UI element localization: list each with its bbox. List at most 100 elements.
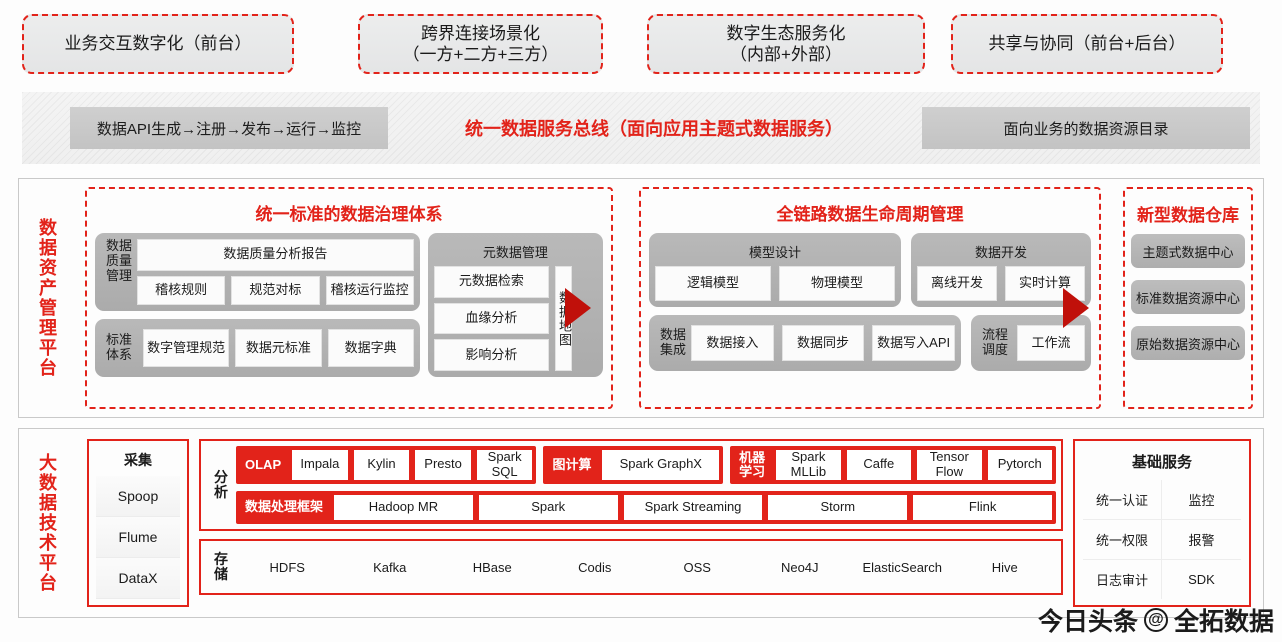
standards-card: 标准 体系 数字管理规范 数据元标准 数据字典 bbox=[95, 319, 420, 377]
graph-compute-label: 图计算 bbox=[552, 456, 592, 472]
integration-item-0: 数据接入 bbox=[691, 325, 774, 361]
collection-title: 采集 bbox=[124, 452, 152, 468]
storage-item-0: HDFS bbox=[269, 559, 305, 575]
storage-item-2: HBase bbox=[472, 559, 512, 575]
data-warehouse-group: 新型数据仓库 主题式数据中心 标准数据资源中心 原始数据资源中心 bbox=[1123, 187, 1253, 409]
machine-learning-label: 机器 学习 bbox=[739, 449, 766, 479]
base-service-item-5: SDK bbox=[1188, 572, 1215, 587]
scenario-3-line-1: 数字生态服务化 bbox=[726, 23, 846, 43]
data-quality-card: 数据 质量 管理 数据质量分析报告 稽核规则 规范对标 稽核运行监控 bbox=[95, 233, 420, 311]
lifecycle-group: 全链路数据生命周期管理 模型设计 逻辑模型 物理模型 数据开发 离线开发 bbox=[639, 187, 1101, 409]
collection-item-0: Spoop bbox=[96, 476, 180, 517]
olap-label: OLAP bbox=[245, 456, 282, 472]
processing-framework-strip: 数据处理框架 Hadoop MR Spark Spark Streaming S… bbox=[236, 490, 1056, 524]
quality-item-2: 稽核运行监控 bbox=[325, 275, 414, 305]
processing-framework-label: 数据处理框架 bbox=[245, 499, 324, 515]
olap-strip: OLAP Impala Kylin Presto Spark SQL bbox=[236, 446, 537, 484]
warehouse-item-1: 标准数据资源中心 bbox=[1131, 280, 1245, 314]
storage-item-7: Hive bbox=[991, 559, 1018, 575]
storage-item-3: Codis bbox=[578, 559, 612, 575]
storage-item-1: Kafka bbox=[373, 559, 407, 575]
collection-item-1: Flume bbox=[96, 517, 180, 558]
quality-report-chip: 数据质量分析报告 bbox=[137, 239, 414, 271]
standards-label: 标准 体系 bbox=[106, 332, 133, 362]
quality-item-1: 规范对标 bbox=[231, 275, 320, 305]
scenario-box-1: 业务交互数字化（前台） bbox=[22, 14, 294, 74]
metadata-title: 元数据管理 bbox=[482, 245, 548, 260]
data-quality-label: 数据 质量 管理 bbox=[106, 238, 133, 283]
watermark-account: 全拓数据 bbox=[1173, 608, 1274, 636]
lifecycle-title: 全链路数据生命周期管理 bbox=[776, 205, 964, 224]
ml-item-0: Spark MLLib bbox=[776, 449, 841, 480]
governance-title: 统一标准的数据治理体系 bbox=[255, 205, 443, 224]
model-design-card: 模型设计 逻辑模型 物理模型 bbox=[649, 233, 901, 307]
standards-item-2: 数据字典 bbox=[327, 329, 414, 367]
data-asset-platform-section: 数据资产管理平台 统一标准的数据治理体系 数据 质量 管理 数据质量分析报告 稽… bbox=[18, 178, 1264, 418]
warehouse-item-2: 原始数据资源中心 bbox=[1131, 326, 1245, 360]
collection-item-2: DataX bbox=[96, 558, 180, 599]
at-sign-icon: @ bbox=[1143, 608, 1168, 632]
storage-item-6: ElasticSearch bbox=[862, 559, 942, 575]
olap-item-0: Impala bbox=[292, 450, 348, 480]
machine-learning-strip: 机器 学习 Spark MLLib Caffe Tensor Flow Pyto… bbox=[730, 446, 1056, 484]
base-services-title: 基础服务 bbox=[1131, 454, 1192, 471]
governance-group: 统一标准的数据治理体系 数据 质量 管理 数据质量分析报告 稽核规则 规范对标 … bbox=[85, 187, 613, 409]
scheduling-card: 流程 调度 工作流 bbox=[971, 315, 1091, 371]
data-integration-label: 数据 集成 bbox=[660, 327, 687, 357]
scenario-box-2: 跨界连接场景化 （一方+二方+三方） bbox=[358, 14, 603, 74]
framework-item-2: Spark Streaming bbox=[623, 494, 763, 520]
scheduling-label: 流程 调度 bbox=[982, 327, 1009, 357]
ml-item-3: Pytorch bbox=[987, 450, 1052, 480]
service-bus-band: 数据API生成→注册→发布→运行→监控 统一数据服务总线（面向应用主题式数据服务… bbox=[22, 92, 1260, 164]
scheduling-item-0: 工作流 bbox=[1017, 325, 1085, 361]
model-item-1: 物理模型 bbox=[779, 266, 895, 301]
integration-item-2: 数据写入API bbox=[872, 325, 955, 361]
model-item-0: 逻辑模型 bbox=[655, 266, 771, 301]
service-bus-title: 统一数据服务总线（面向应用主题式数据服务） bbox=[465, 119, 843, 139]
flow-arrow-right-icon bbox=[1063, 288, 1089, 328]
framework-item-4: Flink bbox=[913, 494, 1052, 520]
olap-item-2: Presto bbox=[415, 450, 471, 480]
model-design-title: 模型设计 bbox=[748, 245, 801, 260]
data-catalog-chip: 面向业务的数据资源目录 bbox=[922, 107, 1250, 149]
graph-compute-strip: 图计算 Spark GraphX bbox=[543, 446, 724, 484]
scenario-3-line-2: （内部+外部） bbox=[730, 45, 842, 64]
quality-item-0: 稽核规则 bbox=[137, 275, 226, 305]
ml-item-2: Tensor Flow bbox=[917, 449, 982, 480]
olap-item-1: Kylin bbox=[353, 450, 410, 480]
data-api-chip: 数据API生成→注册→发布→运行→监控 bbox=[70, 107, 388, 149]
collection-group: 采集 Spoop Flume DataX bbox=[87, 439, 189, 607]
base-service-item-1: 监控 bbox=[1162, 480, 1241, 520]
scenario-row: 业务交互数字化（前台） 跨界连接场景化 （一方+二方+三方） 数字生态服务化 （… bbox=[0, 6, 1282, 82]
watermark-source: 今日头条 bbox=[1037, 608, 1138, 636]
metadata-item-2: 影响分析 bbox=[433, 339, 549, 372]
data-development-title: 数据开发 bbox=[974, 245, 1027, 260]
integration-item-1: 数据同步 bbox=[781, 325, 865, 361]
analysis-storage-column: 分 析 OLAP Impala Kylin Presto Spark SQL 图… bbox=[199, 439, 1063, 607]
base-service-item-3: 报警 bbox=[1162, 520, 1241, 560]
framework-item-3: Storm bbox=[768, 494, 908, 520]
storage-label: 存 储 bbox=[214, 550, 228, 582]
metadata-item-1: 血缘分析 bbox=[433, 302, 549, 335]
base-services-group: 基础服务 统一认证 监控 统一权限 报警 日志审计 SDK bbox=[1073, 439, 1251, 607]
standards-item-0: 数字管理规范 bbox=[143, 329, 230, 367]
analysis-group: 分 析 OLAP Impala Kylin Presto Spark SQL 图… bbox=[199, 439, 1063, 531]
base-service-item-2: 统一权限 bbox=[1083, 520, 1162, 560]
bigdata-platform-vertical-label: 大数据技术平台 bbox=[37, 453, 57, 593]
olap-item-3: Spark SQL bbox=[476, 449, 533, 480]
metadata-card: 元数据管理 元数据检索 血缘分析 影响分析 数据地图 bbox=[427, 233, 603, 377]
asset-platform-vertical-label: 数据资产管理平台 bbox=[37, 218, 57, 378]
framework-item-1: Spark bbox=[478, 494, 618, 520]
storage-item-5: Neo4J bbox=[780, 559, 819, 575]
scenario-4-line-1: 共享与协同（前台+后台） bbox=[988, 34, 1186, 54]
metadata-item-0: 元数据检索 bbox=[433, 266, 549, 298]
scenario-1-line-1: 业务交互数字化（前台） bbox=[64, 34, 252, 54]
scenario-box-3: 数字生态服务化 （内部+外部） bbox=[647, 14, 925, 74]
storage-item-4: OSS bbox=[683, 559, 711, 575]
scenario-box-4: 共享与协同（前台+后台） bbox=[951, 14, 1223, 74]
storage-group: 存 储 HDFS Kafka HBase Codis OSS Neo4J Ela… bbox=[199, 539, 1063, 595]
analysis-label: 分 析 bbox=[214, 468, 228, 500]
warehouse-item-0: 主题式数据中心 bbox=[1131, 234, 1245, 268]
graph-item-0: Spark GraphX bbox=[602, 450, 720, 480]
